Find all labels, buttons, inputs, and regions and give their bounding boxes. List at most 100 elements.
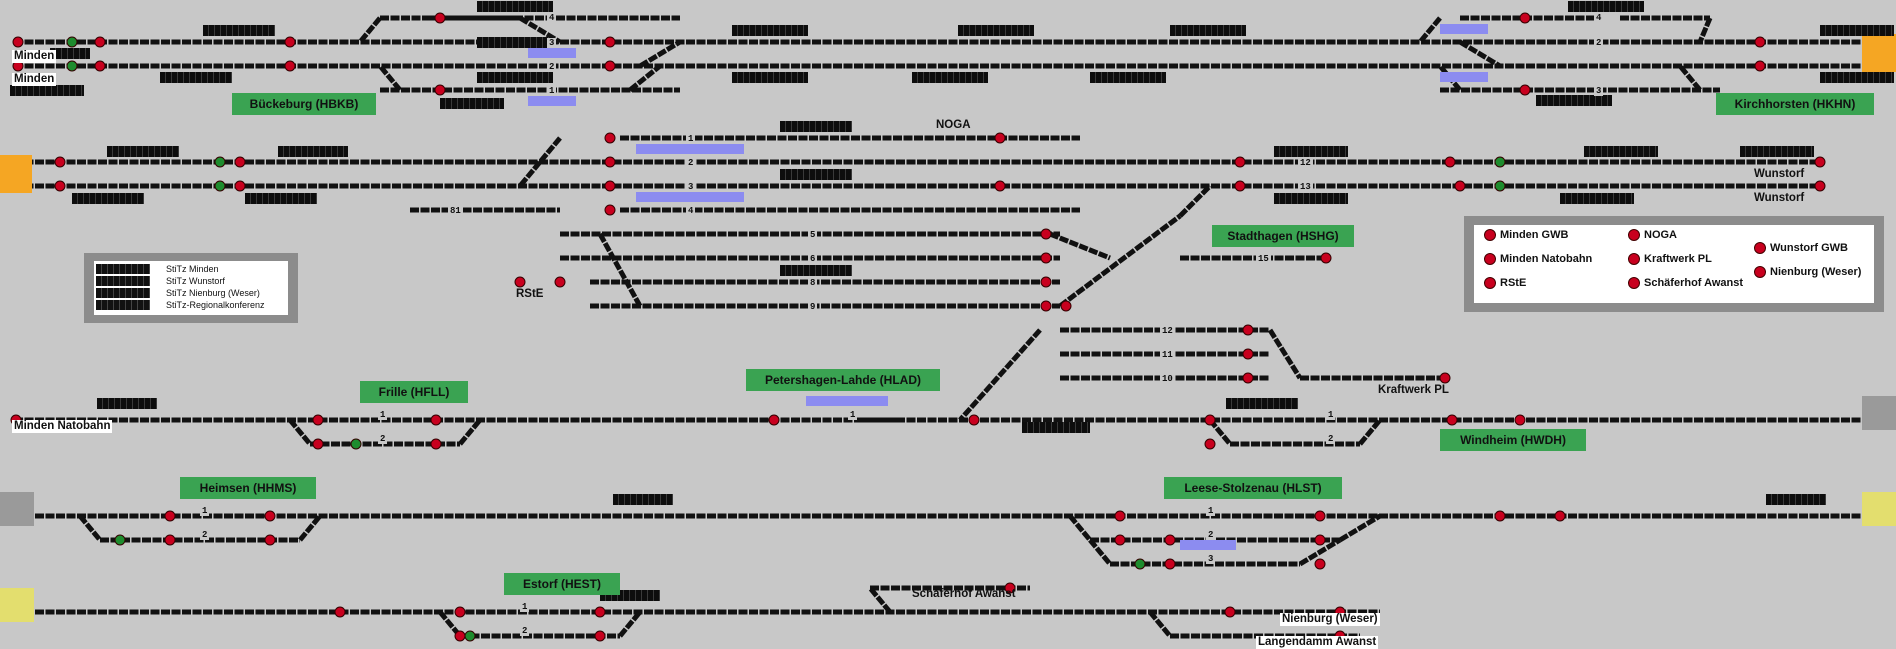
key-item-noga[interactable]: NOGA <box>1628 229 1677 241</box>
track-segment[interactable] <box>958 328 1042 422</box>
track-segment[interactable] <box>597 232 643 308</box>
boundary-marker-right-yellow[interactable] <box>1862 492 1896 526</box>
signal-red-icon[interactable] <box>164 534 176 546</box>
signal-red-icon[interactable] <box>604 36 616 48</box>
track-segment[interactable] <box>618 610 642 638</box>
track-segment[interactable] <box>1458 39 1502 69</box>
signal-red-icon[interactable] <box>1040 228 1052 240</box>
signal-red-icon[interactable] <box>234 156 246 168</box>
key-item-rste[interactable]: RStE <box>1484 277 1526 289</box>
track-segment[interactable] <box>1267 328 1303 380</box>
signal-red-icon[interactable] <box>1204 414 1216 426</box>
signal-red-icon[interactable] <box>1234 180 1246 192</box>
signal-red-icon[interactable] <box>1439 372 1451 384</box>
signal-red-icon[interactable] <box>968 414 980 426</box>
track-segment[interactable] <box>378 64 402 92</box>
track-segment[interactable] <box>638 39 682 69</box>
legend-row[interactable]: StiTz Nienburg (Weser) <box>94 287 288 299</box>
signal-red-icon[interactable] <box>1814 156 1826 168</box>
signal-red-icon[interactable] <box>12 36 24 48</box>
signal-red-icon[interactable] <box>1320 252 1332 264</box>
station-label-hfll[interactable]: Frille (HFLL) <box>360 381 468 403</box>
signal-red-icon[interactable] <box>1164 534 1176 546</box>
signal-red-icon[interactable] <box>1454 180 1466 192</box>
signal-red-icon[interactable] <box>312 414 324 426</box>
signal-red-icon[interactable] <box>1519 12 1531 24</box>
boundary-marker-right-grey[interactable] <box>1862 396 1896 430</box>
legend-row[interactable]: StiTz Wunstorf <box>94 275 288 287</box>
station-label-hhms[interactable]: Heimsen (HHMS) <box>180 477 316 499</box>
signal-red-icon[interactable] <box>1040 276 1052 288</box>
signal-green-icon[interactable] <box>464 630 476 642</box>
signal-red-icon[interactable] <box>1314 558 1326 570</box>
signal-red-icon[interactable] <box>430 414 442 426</box>
track-segment[interactable] <box>628 64 662 92</box>
signal-red-icon[interactable] <box>514 276 526 288</box>
signal-red-icon[interactable] <box>94 36 106 48</box>
signal-red-icon[interactable] <box>1004 582 1016 594</box>
signal-red-icon[interactable] <box>1514 414 1526 426</box>
signal-red-icon[interactable] <box>1164 558 1176 570</box>
signal-red-icon[interactable] <box>1754 36 1766 48</box>
signal-green-icon[interactable] <box>66 60 78 72</box>
signal-red-icon[interactable] <box>604 180 616 192</box>
signal-green-icon[interactable] <box>214 180 226 192</box>
track-segment[interactable] <box>868 586 892 614</box>
station-label-hlad[interactable]: Petershagen-Lahde (HLAD) <box>746 369 940 391</box>
signal-green-icon[interactable] <box>1494 180 1506 192</box>
signal-red-icon[interactable] <box>1519 84 1531 96</box>
signal-red-icon[interactable] <box>604 132 616 144</box>
signal-red-icon[interactable] <box>434 12 446 24</box>
signal-red-icon[interactable] <box>284 60 296 72</box>
key-item-minden-gwb[interactable]: Minden GWB <box>1484 229 1568 241</box>
signal-red-icon[interactable] <box>604 204 616 216</box>
signal-red-icon[interactable] <box>264 534 276 546</box>
signal-red-icon[interactable] <box>1494 510 1506 522</box>
signal-red-icon[interactable] <box>1554 510 1566 522</box>
signal-red-icon[interactable] <box>1040 252 1052 264</box>
key-item-nienburg[interactable]: Nienburg (Weser) <box>1754 266 1861 278</box>
signal-red-icon[interactable] <box>1444 156 1456 168</box>
key-item-wunstorf-gwb[interactable]: Wunstorf GWB <box>1754 242 1848 254</box>
signal-red-icon[interactable] <box>1814 180 1826 192</box>
track-segment[interactable] <box>1049 231 1111 261</box>
signal-red-icon[interactable] <box>1224 606 1236 618</box>
signal-red-icon[interactable] <box>1234 156 1246 168</box>
track-segment[interactable] <box>1298 537 1342 567</box>
track-segment[interactable] <box>1418 16 1442 44</box>
signal-red-icon[interactable] <box>1242 324 1254 336</box>
signal-red-icon[interactable] <box>1204 438 1216 450</box>
signal-green-icon[interactable] <box>1494 156 1506 168</box>
signal-red-icon[interactable] <box>54 180 66 192</box>
track-segment[interactable] <box>1088 538 1112 566</box>
track-segment[interactable] <box>458 418 482 446</box>
key-item-kraftwerk-pl[interactable]: Kraftwerk PL <box>1628 253 1712 265</box>
signal-red-icon[interactable] <box>1060 300 1072 312</box>
track-segment[interactable] <box>1678 64 1702 92</box>
station-label-hkhn[interactable]: Kirchhorsten (HKHN) <box>1716 93 1874 115</box>
track-segment[interactable] <box>1058 214 1182 308</box>
signal-red-icon[interactable] <box>164 510 176 522</box>
signal-red-icon[interactable] <box>604 60 616 72</box>
boundary-marker-left-mid[interactable] <box>0 155 32 193</box>
signal-red-icon[interactable] <box>434 84 446 96</box>
signal-red-icon[interactable] <box>994 132 1006 144</box>
key-item-minden-natobahn[interactable]: Minden Natobahn <box>1484 253 1592 265</box>
signal-red-icon[interactable] <box>594 606 606 618</box>
station-label-hlst[interactable]: Leese-Stolzenau (HLST) <box>1164 477 1342 499</box>
station-label-hbkb[interactable]: Bückeburg (HBKB) <box>232 93 376 115</box>
signal-red-icon[interactable] <box>312 438 324 450</box>
signal-red-icon[interactable] <box>604 156 616 168</box>
track-segment[interactable] <box>1068 514 1092 542</box>
signal-red-icon[interactable] <box>1754 60 1766 72</box>
signal-red-icon[interactable] <box>94 60 106 72</box>
station-label-hwdh[interactable]: Windheim (HWDH) <box>1440 429 1586 451</box>
track-segment[interactable] <box>288 418 312 446</box>
signal-red-icon[interactable] <box>264 510 276 522</box>
track-segment[interactable] <box>78 514 102 542</box>
signal-red-icon[interactable] <box>1114 534 1126 546</box>
signal-green-icon[interactable] <box>350 438 362 450</box>
signal-green-icon[interactable] <box>114 534 126 546</box>
signal-red-icon[interactable] <box>768 414 780 426</box>
station-label-hest[interactable]: Estorf (HEST) <box>504 573 620 595</box>
